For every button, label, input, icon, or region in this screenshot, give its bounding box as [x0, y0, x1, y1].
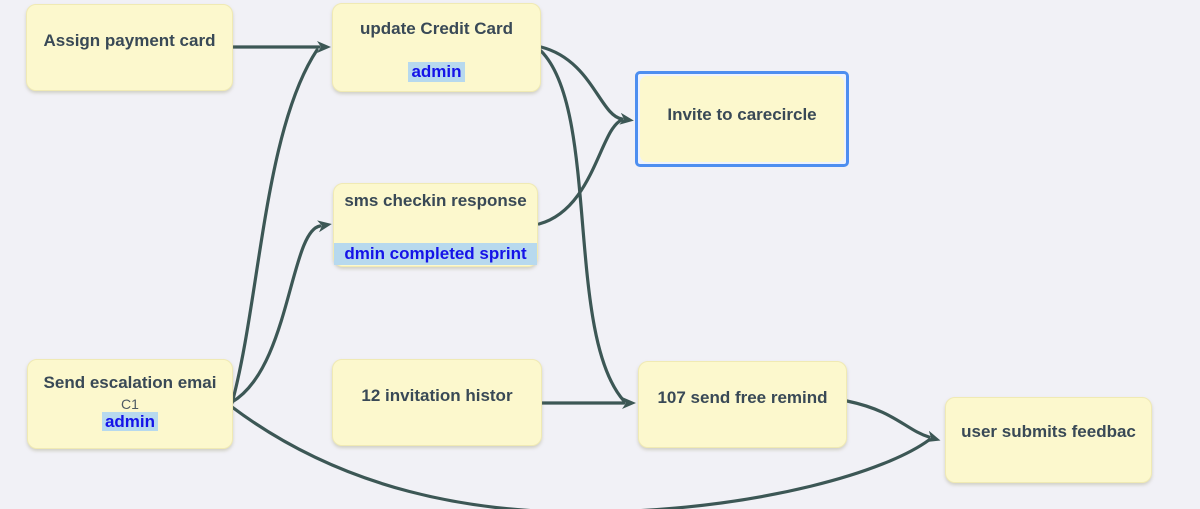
node-send-free-reminder[interactable]: 107 send free remind: [638, 361, 847, 448]
node-sms-checkin-response[interactable]: sms checkin response dmin completed spri…: [333, 183, 538, 267]
edge-escalation-to-update-credit: [230, 48, 319, 405]
node-title: Invite to carecircle: [667, 105, 817, 124]
node-user-submits-feedback[interactable]: user submits feedbac: [945, 397, 1152, 483]
edge-escalation-to-sms-checkin: [230, 220, 332, 404]
node-title: Send escalation emai: [43, 373, 217, 392]
node-link-label[interactable]: admin: [408, 62, 465, 82]
edge-sms-checkin-to-invite: [537, 118, 624, 226]
node-update-credit-card[interactable]: update Credit Card admin: [332, 3, 541, 92]
node-title: user submits feedbac: [961, 422, 1136, 441]
node-subtitle: C1: [121, 395, 139, 412]
node-title: Assign payment card: [43, 31, 216, 50]
edge-update-credit-to-invite: [539, 45, 634, 125]
node-title: 107 send free remind: [657, 388, 828, 407]
edge-escalation-to-feedback: [230, 405, 931, 509]
selected-node-body: Invite to carecircle: [640, 76, 844, 162]
node-link-label[interactable]: dmin completed sprint: [334, 243, 537, 265]
node-invite-to-carecircle[interactable]: Invite to carecircle: [635, 71, 849, 167]
node-assign-payment-card[interactable]: Assign payment card: [26, 4, 233, 91]
edge-free-reminder-to-feedback: [845, 399, 941, 443]
node-link-label[interactable]: admin: [101, 411, 159, 432]
node-invitation-history[interactable]: 12 invitation histor: [332, 359, 542, 446]
node-title: update Credit Card: [359, 19, 514, 38]
node-title: 12 invitation histor: [361, 386, 513, 405]
node-title: sms checkin response: [344, 191, 527, 210]
node-send-escalation-email[interactable]: Send escalation emai C1 admin: [27, 359, 233, 449]
edge-update-credit-to-free-reminder: [539, 49, 626, 403]
